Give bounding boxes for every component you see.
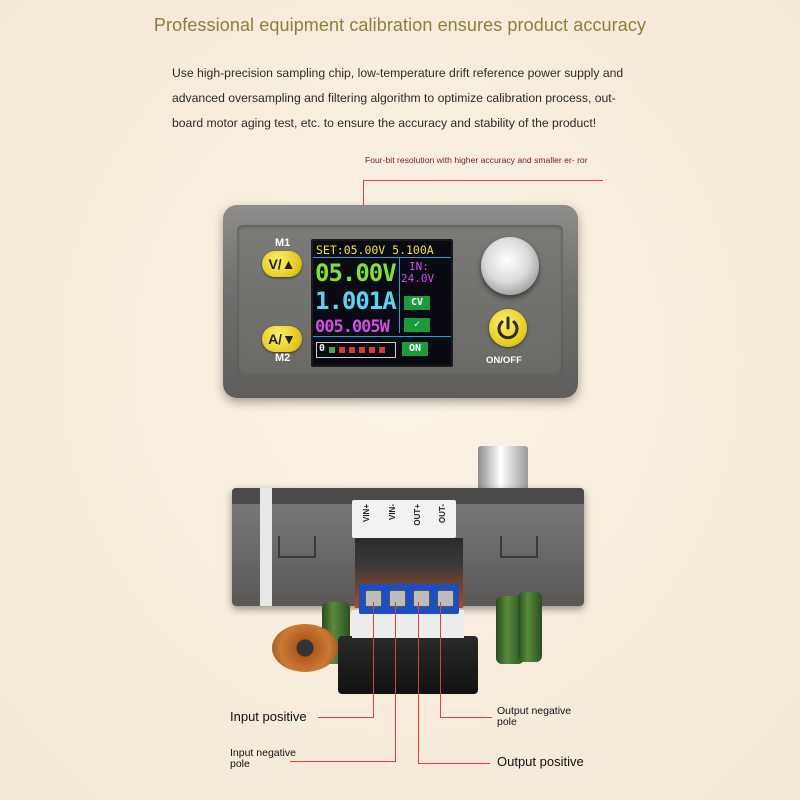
input-positive-label: Input positive bbox=[230, 709, 307, 724]
annotation-horizontal-line bbox=[363, 180, 603, 181]
voltage-readout: 05.00V bbox=[315, 259, 397, 287]
m2-label: M2 bbox=[275, 352, 291, 364]
input-value: 24.0V bbox=[401, 272, 435, 285]
power-readout: 005.005W bbox=[315, 317, 390, 337]
callout-line bbox=[418, 763, 490, 764]
description-line: advanced oversampling and filtering algo… bbox=[172, 91, 616, 105]
power-label: ON/OFF bbox=[486, 355, 522, 366]
power-supply-front: M1 V/▲ A/▼ M2 SET:05.00V 5.100A 05.00V 1… bbox=[223, 205, 578, 398]
inductor-coil bbox=[272, 624, 338, 672]
terminal-label: VIN- bbox=[388, 504, 397, 520]
screen-divider-vertical bbox=[399, 257, 400, 333]
terminal-block bbox=[359, 584, 459, 614]
preset-number: 0 bbox=[319, 343, 326, 354]
mounting-slot bbox=[500, 536, 538, 558]
preset-dot bbox=[369, 347, 375, 353]
terminal-base bbox=[352, 610, 464, 638]
preset-dot bbox=[329, 347, 335, 353]
terminal-screw[interactable] bbox=[437, 590, 454, 607]
input-negative-label: Input negative pole bbox=[230, 748, 296, 770]
power-icon bbox=[497, 316, 519, 340]
screen-divider bbox=[313, 257, 451, 258]
adjustment-knob[interactable] bbox=[481, 237, 539, 295]
capacitor bbox=[518, 592, 542, 662]
description: Use high-precision sampling chip, low-te… bbox=[172, 61, 627, 136]
m1-label: M1 bbox=[275, 237, 291, 249]
heatsink bbox=[338, 636, 478, 694]
screen-divider bbox=[313, 336, 451, 337]
callout-line bbox=[290, 761, 396, 762]
input-negative-line: pole bbox=[230, 758, 250, 770]
input-voltage: IN: 24.0V bbox=[401, 260, 434, 285]
check-badge: ✓ bbox=[404, 318, 430, 332]
preset-indicator-bar: 0 bbox=[316, 342, 396, 358]
preset-dot bbox=[339, 347, 345, 353]
terminal-label: VIN+ bbox=[362, 504, 371, 523]
description-line: Use high-precision sampling chip, low-te… bbox=[172, 66, 624, 80]
output-on-badge: ON bbox=[402, 342, 428, 356]
callout-line bbox=[373, 602, 374, 718]
preset-dot bbox=[379, 347, 385, 353]
power-button[interactable] bbox=[489, 309, 527, 347]
callout-line bbox=[318, 717, 374, 718]
back-top-edge bbox=[232, 488, 584, 504]
resolution-annotation: Four-bit resolution with higher accuracy… bbox=[365, 155, 588, 165]
callout-line bbox=[440, 602, 441, 718]
voltage-up-button[interactable]: V/▲ bbox=[262, 251, 302, 277]
bracket bbox=[260, 488, 272, 606]
output-negative-line: pole bbox=[497, 716, 517, 728]
current-down-button[interactable]: A/▼ bbox=[262, 326, 302, 352]
terminal-label: OUT+ bbox=[413, 504, 422, 526]
terminal-screw[interactable] bbox=[413, 590, 430, 607]
terminal-label: OUT- bbox=[438, 504, 447, 524]
terminal-screw[interactable] bbox=[389, 590, 406, 607]
callout-line bbox=[395, 602, 396, 762]
output-negative-label: Output negative pole bbox=[497, 706, 571, 728]
knob-shaft bbox=[478, 446, 528, 492]
input-negative-line: Input negative bbox=[230, 747, 296, 759]
preset-dot bbox=[359, 347, 365, 353]
output-negative-line: Output negative bbox=[497, 705, 572, 717]
description-line: board motor aging test, etc. to ensure t… bbox=[172, 116, 597, 130]
lcd-screen: SET:05.00V 5.100A 05.00V 1.001A 005.005W… bbox=[311, 239, 453, 367]
cv-mode-badge: CV bbox=[404, 296, 430, 310]
mounting-slot bbox=[278, 536, 316, 558]
preset-dot bbox=[349, 347, 355, 353]
terminal-label-strip: VIN+ VIN- OUT+ OUT- bbox=[352, 500, 456, 538]
current-readout: 1.001A bbox=[315, 287, 397, 315]
page-title: Professional equipment calibration ensur… bbox=[153, 15, 647, 35]
output-positive-label: Output positive bbox=[497, 754, 584, 769]
callout-line bbox=[440, 717, 492, 718]
callout-line bbox=[418, 602, 419, 764]
input-label: IN: bbox=[409, 260, 429, 273]
set-readout: SET:05.00V 5.100A bbox=[316, 243, 434, 257]
